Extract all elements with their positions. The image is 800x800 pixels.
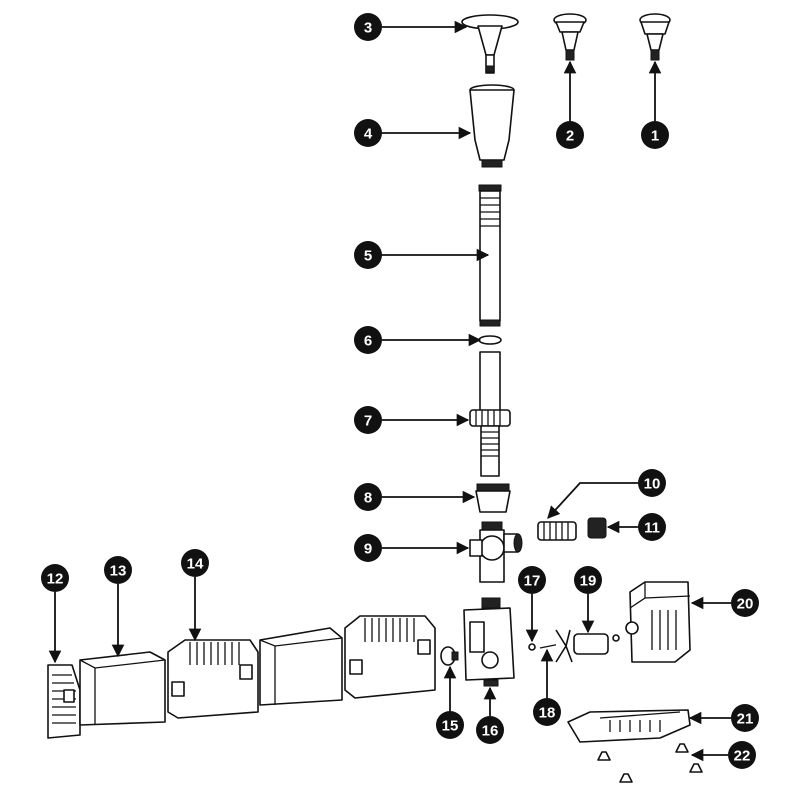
callout-badge [354,119,382,147]
callout-1: 1 [641,60,669,149]
callout-10: 10 [547,469,666,519]
callout-6: 6 [354,326,482,354]
callout-7: 7 [354,406,470,434]
callout-13: 13 [104,556,132,658]
callout-21: 21 [688,704,759,732]
callout-11: 11 [606,513,666,541]
callout-badge [41,564,69,592]
part-16-pump-housing [463,597,515,687]
callout-17: 17 [518,566,546,643]
callout-number: 2 [566,128,574,145]
part-2-nozzle [553,13,587,61]
callout-badge [533,698,561,726]
callout-number: 21 [737,711,754,728]
callout-badge [638,469,666,497]
part-12-front-grille [47,664,81,739]
callout-badge [354,534,382,562]
part-15-flow-adjuster [440,646,459,666]
part-5-extension-tube [478,184,502,327]
callout-number: 19 [580,573,597,590]
callout-badge [354,241,382,269]
callout-14: 14 [181,549,209,642]
callout-number: 9 [364,541,372,558]
part-21-base [567,709,691,743]
part-22-suction-cups [597,743,703,783]
callout-badge [354,326,382,354]
part-20-motor [625,581,691,663]
callout-badge [104,556,132,584]
callout-number: 3 [364,20,372,37]
part-4-extension-funnel [469,84,515,168]
callout-badge [354,406,382,434]
callout-22: 22 [690,741,756,769]
part-11-nut [587,517,607,539]
callout-badge [436,711,464,739]
callout-number: 15 [442,718,459,735]
callout-4: 4 [354,119,472,147]
callout-number: 22 [734,748,751,765]
callout-badge [518,566,546,594]
callout-2: 2 [556,60,584,149]
callout-badge [354,483,382,511]
callout-number: 17 [524,573,541,590]
callout-number: 1 [651,128,659,145]
callout-number: 12 [47,571,64,588]
part-17-bearing [528,643,536,651]
callout-badge [476,716,504,744]
callout-badge [354,13,382,41]
callout-12: 12 [41,564,69,664]
callout-badge [731,704,759,732]
callout-number: 6 [364,333,372,350]
callout-number: 10 [644,476,661,493]
callout-15: 15 [436,665,464,739]
callout-badge [728,741,756,769]
callout-number: 14 [187,556,204,573]
callout-badge [556,121,584,149]
part-3-bell-nozzle [461,14,519,74]
part-1-nozzle [639,13,671,61]
part-8-connector [475,483,511,513]
callout-5: 5 [354,241,490,269]
callout-number: 8 [364,490,372,507]
callout-number: 18 [539,705,556,722]
callout-badge [638,513,666,541]
callout-badge [731,589,759,617]
callout-arrow [547,482,638,519]
part-10-spring-fitting [537,521,577,541]
callout-badge [574,566,602,594]
callout-number: 13 [110,563,127,580]
callout-19: 19 [574,566,602,634]
callout-8: 8 [354,483,476,511]
callout-number: 11 [644,520,660,537]
callout-20: 20 [690,589,759,617]
callout-3: 3 [354,13,468,41]
part-6-o-ring [478,335,502,345]
callout-9: 9 [354,534,470,562]
callout-number: 16 [482,723,499,740]
callout-number: 7 [364,413,372,430]
callout-number: 20 [737,596,754,613]
callout-16: 16 [476,686,504,744]
callout-badge [641,121,669,149]
callout-badge [181,549,209,577]
callout-18: 18 [533,648,561,726]
part-7-adjustable-tube [469,351,511,477]
callout-number: 5 [364,248,372,265]
spare-sponge [259,627,343,706]
callout-number: 4 [364,126,373,143]
part-14-filter-cage [167,639,259,719]
part-19-impeller [555,629,620,663]
part-9-flow-valve [469,521,523,583]
spare-filter-cage [344,615,436,699]
part-13-sponge [79,651,166,726]
